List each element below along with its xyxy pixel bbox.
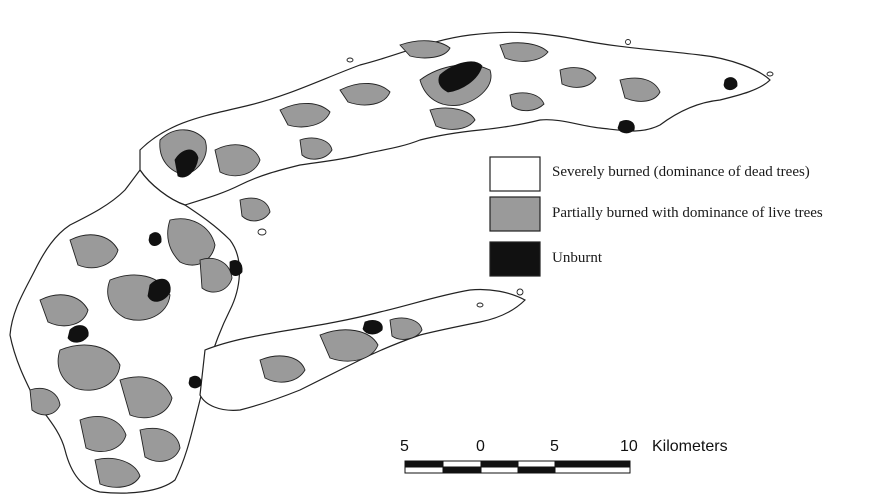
scale-tick-label: 5	[400, 438, 409, 455]
scale-segment	[442, 466, 482, 474]
burn-perimeter	[9, 31, 771, 494]
legend-swatch-partially-burned	[489, 196, 541, 232]
legend-swatch-severely-burned	[489, 156, 541, 192]
partially-burned-patches	[29, 40, 661, 488]
scale-segment	[517, 466, 556, 474]
legend-label-partially-burned: Partially burned with dominance of live …	[552, 205, 823, 221]
scale-segment	[480, 460, 519, 468]
legend-label-unburnt: Unburnt	[552, 250, 602, 266]
legend-swatch-unburnt	[489, 241, 541, 277]
scale-unit-label: Kilometers	[652, 438, 728, 455]
legend-swatches	[489, 156, 541, 277]
scale-tick-label: 5	[550, 438, 559, 455]
scale-segment	[554, 460, 631, 468]
scale-tick-label: 10	[620, 438, 638, 455]
scale-bar	[404, 460, 631, 474]
western-region	[9, 168, 241, 494]
legend-label-severely-burned: Severely burned (dominance of dead trees…	[552, 164, 810, 180]
unburnt-patches	[67, 61, 738, 389]
scale-segment	[404, 460, 444, 468]
scale-tick-label: 0	[476, 438, 485, 455]
outline-islands	[257, 39, 774, 308]
